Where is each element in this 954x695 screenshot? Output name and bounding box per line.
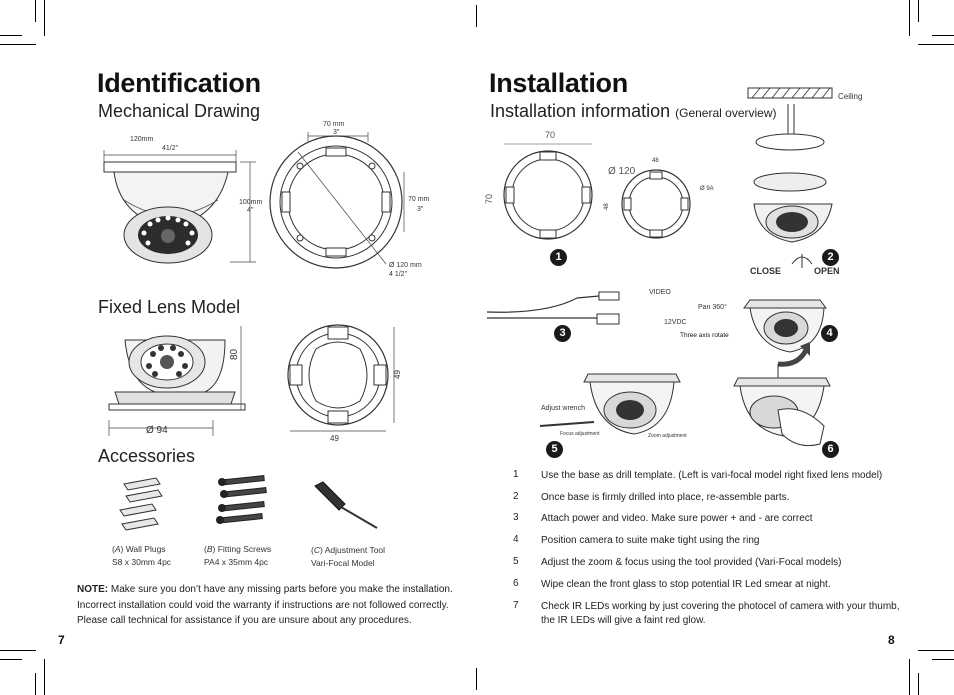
fixed-base-width-label: 49 bbox=[330, 434, 339, 443]
accessory-a-label: (A) Wall Plugs S8 x 30mm 4pc bbox=[112, 544, 172, 567]
base-width-in-label: 3" bbox=[333, 129, 340, 136]
base-diameter-in-label: 4 1/2" bbox=[389, 271, 408, 278]
open-label: OPEN bbox=[814, 266, 840, 276]
height-in-label: 4" bbox=[247, 207, 254, 214]
camera-exploded-drawing bbox=[753, 104, 833, 243]
step-badge-1: 1 bbox=[550, 249, 567, 266]
close-label: CLOSE bbox=[750, 266, 782, 276]
width-mm-label: 120mm bbox=[130, 136, 154, 143]
rotate-ring-icon bbox=[791, 254, 813, 268]
step-badge-5: 5 bbox=[546, 441, 563, 458]
height-mm-label: 100mm bbox=[239, 199, 263, 206]
camera-adjust-drawing bbox=[583, 373, 681, 435]
dome-camera-drawing bbox=[103, 150, 256, 264]
mechanical-drawing-heading: Mechanical Drawing bbox=[98, 101, 261, 121]
base-diameter-mm-label: Ø 120 mm bbox=[389, 262, 422, 269]
step-badge-3: 3 bbox=[554, 325, 571, 342]
note-paragraph: NOTE: Make sure you don’t have any missi… bbox=[77, 584, 453, 626]
accessories-heading: Accessories bbox=[98, 446, 196, 466]
accessory-b-label: (B) Fitting Screws PA4 x 35mm 4pc bbox=[204, 544, 272, 567]
adjustment-tool-icon bbox=[314, 481, 378, 529]
width-in-label: 41/2" bbox=[162, 145, 179, 152]
template-height-label: 70 bbox=[484, 193, 494, 204]
camera-pan-drawing bbox=[743, 299, 827, 367]
template-small-height-label: 48 bbox=[604, 203, 610, 210]
fixed-diameter-label: Ø 94 bbox=[146, 425, 168, 436]
wall-plugs-icon bbox=[119, 477, 163, 531]
accessory-c-label: (C) Adjustment Tool Vari-Focal Model bbox=[311, 545, 386, 568]
ceiling-label: Ceiling bbox=[838, 92, 863, 101]
page-title-installation: Installation bbox=[489, 68, 628, 98]
step-badge-2: 2 bbox=[822, 249, 839, 266]
page-number-right: 8 bbox=[888, 633, 895, 647]
pan-label: Pan 360° bbox=[698, 304, 727, 311]
zoom-adjustment-label: Zoom adjustment bbox=[648, 433, 687, 439]
adjust-wrench-icon bbox=[539, 421, 595, 427]
fixed-base-drawing bbox=[287, 324, 395, 432]
step-badge-6: 6 bbox=[822, 441, 839, 458]
adjust-wrench-label: Adjust wrench bbox=[541, 405, 585, 412]
fixed-lens-heading: Fixed Lens Model bbox=[98, 297, 241, 317]
base-width-mm-label: 70 mm bbox=[323, 121, 345, 128]
installation-subtitle: Installation information (General overvi… bbox=[490, 101, 777, 121]
power-label: 12VDC bbox=[664, 319, 687, 326]
focus-adjustment-label: Focus adjustment bbox=[560, 431, 600, 437]
fitting-screws-icon bbox=[216, 475, 267, 524]
template-hole-label: Ø 9A bbox=[700, 186, 714, 192]
drill-template-small bbox=[621, 169, 691, 239]
template-width-label: 70 bbox=[545, 130, 556, 140]
template-diameter-label: Ø 120 bbox=[608, 166, 636, 177]
page-number-left: 7 bbox=[58, 633, 65, 647]
base-height-mm-label: 70 mm bbox=[408, 196, 430, 203]
three-axis-label: Three axis rotate bbox=[680, 332, 729, 339]
step-badge-4: 4 bbox=[821, 325, 838, 342]
drill-template-large bbox=[503, 143, 593, 240]
video-label: VIDEO bbox=[649, 289, 671, 296]
page-title-identification: Identification bbox=[97, 68, 261, 98]
fixed-lens-camera-drawing bbox=[108, 326, 246, 436]
cable-connectors-drawing bbox=[486, 291, 620, 325]
fixed-base-height-label: 49 bbox=[393, 370, 402, 379]
base-ring-drawing bbox=[269, 132, 405, 269]
fixed-height-label: 80 bbox=[229, 348, 240, 360]
base-height-in-label: 3" bbox=[417, 206, 424, 213]
ceiling-hatch bbox=[747, 87, 833, 99]
camera-wipe-drawing bbox=[733, 364, 831, 447]
template-small-width-label: 48 bbox=[652, 158, 659, 164]
